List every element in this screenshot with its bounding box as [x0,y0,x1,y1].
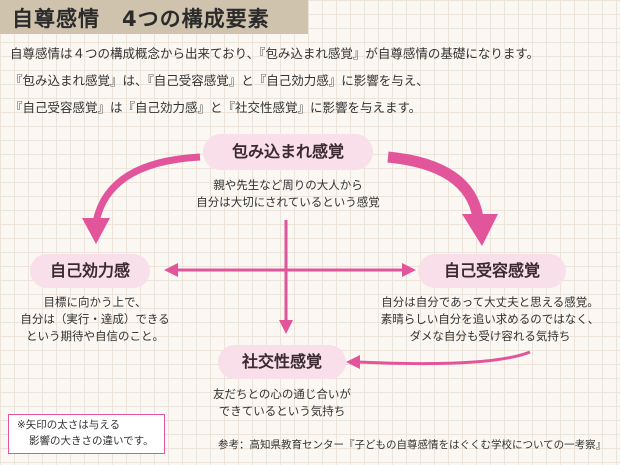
source-citation: 参考：高知県教育センター『子どもの自尊感情をはぐくむ学校についての一考察』 [218,439,607,451]
desc-line: 自分は（実行・達成）できる [20,312,170,326]
arrow-tsutsumi-to-shakou-head [279,320,293,334]
node-tsutsumi-desc: 親や先生など周りの大人から 自分は大切にされているという感覚 [178,177,398,211]
desc-line: 目標に向かう上で、 [43,295,147,309]
node-shakou-desc: 友だちとの心の通じ合いが できているという気持ち [187,386,377,420]
desc-line: 素晴らしい自分を追い求めるのではなく、 [380,312,600,326]
intro-line-2: 『包み込まれ感覚』は、『自己受容感覚』と『自己効力感』に影響を与え、 [10,73,429,88]
node-kouryoku-label: 自己効力感 [30,254,150,288]
intro-line-1: 自尊感情は４つの構成概念から出来ており、『包み込まれ感覚』が自尊感情の基礎になり… [10,46,540,61]
node-juyou-label: 自己受容感覚 [418,254,566,288]
page-title: 自尊感情 4つの構成要素 [12,7,270,31]
arrow-note: ※矢印の太さは与える 影響の大きさの違いです。 [8,414,165,454]
title-bar: 自尊感情 4つの構成要素 [0,0,308,34]
desc-line: 自分は自分であって大丈夫と思える感覚。 [381,295,599,309]
arrow-juyou-head [402,263,416,277]
arrow-tsutsumi-to-juyou [387,151,484,220]
desc-line: 親や先生など周りの大人から [213,178,363,192]
arrow-juyou-to-shakou-head [346,355,360,369]
intro-line-3: 『自己受容感覚』は『自己効力感』と『社交性感覚』に影響を与えます。 [10,100,422,115]
desc-line: 友だちとの心の通じ合いが [213,387,351,401]
node-kouryoku-desc: 目標に向かう上で、 自分は（実行・達成）できる という期待や自信のこと。 [0,294,190,345]
arrow-tsutsumi-to-kouryoku [92,153,201,223]
arrow-juyou-to-shakou [357,350,531,366]
node-tsutsumi-label: 包み込まれ感覚 [203,134,373,170]
desc-line: ダメな自分も受け容れる気持ち [409,329,571,343]
arrow-kouryoku-head [164,263,178,277]
node-shakou-label: 社交性感覚 [218,345,346,379]
desc-line: 自分は大切にされているという感覚 [196,195,380,209]
desc-line: という期待や自信のこと。 [26,329,164,343]
note-line: ※矢印の太さは与える [17,419,120,431]
arrow-tsutsumi-to-juyou-head [462,214,498,246]
arrow-tsutsumi-to-kouryoku-head [82,218,110,244]
desc-line: できているという気持ち [218,404,346,418]
node-juyou-desc: 自分は自分であって大丈夫と思える感覚。 素晴らしい自分を追い求めるのではなく、 … [370,294,610,345]
note-line: 影響の大きさの違いです。 [29,435,154,447]
